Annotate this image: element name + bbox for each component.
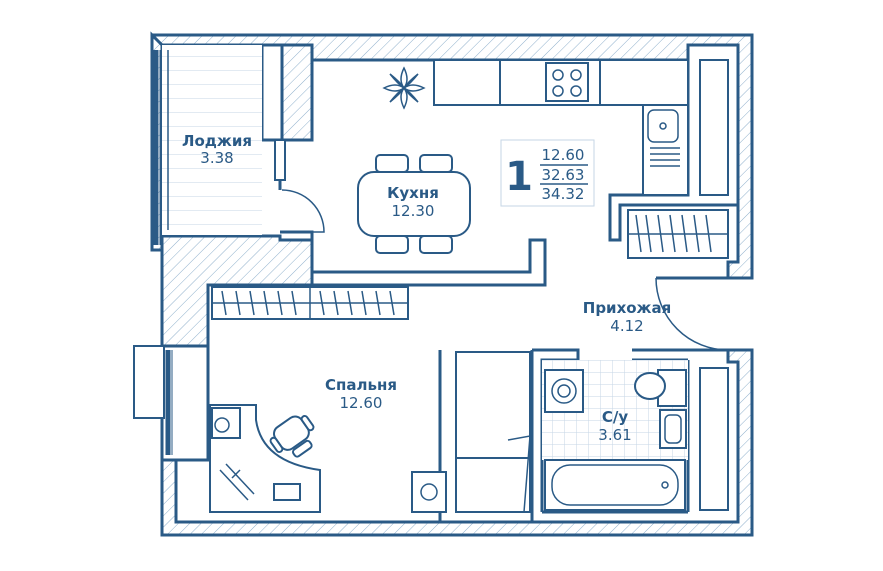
- kitchen-area: 12.30: [392, 202, 435, 220]
- windows: [133, 59, 729, 511]
- doors: [281, 189, 729, 351]
- total-area-with-balcony: 34.32: [542, 185, 585, 203]
- plant-icon: [382, 66, 426, 110]
- kitchen-name: Кухня: [387, 184, 439, 202]
- living-area: 12.60: [542, 146, 585, 164]
- bathroom-name: С/у: [602, 408, 628, 426]
- bedroom-name: Спальня: [325, 376, 397, 394]
- loggia-name: Лоджия: [182, 132, 252, 150]
- bathroom-fixtures: [542, 360, 688, 511]
- loggia-floor: [153, 45, 286, 245]
- bedroom-furniture: [209, 351, 531, 513]
- loggia-area: 3.38: [200, 149, 233, 167]
- bathroom-area: 3.61: [598, 426, 631, 444]
- room-labels: Лоджия 3.38 Кухня 12.30 Прихожая 4.12 Сп…: [182, 132, 671, 444]
- hallway-name: Прихожая: [583, 299, 671, 317]
- kitchen-furniture: [357, 59, 689, 254]
- wardrobes: [211, 209, 729, 320]
- total-area: 32.63: [542, 166, 585, 184]
- inner-walls: [162, 60, 738, 522]
- room-count: 1: [505, 154, 533, 200]
- bedroom-area: 12.60: [340, 394, 383, 412]
- hallway-area: 4.12: [610, 317, 643, 335]
- area-summary: 1 12.60 32.63 34.32: [500, 139, 595, 207]
